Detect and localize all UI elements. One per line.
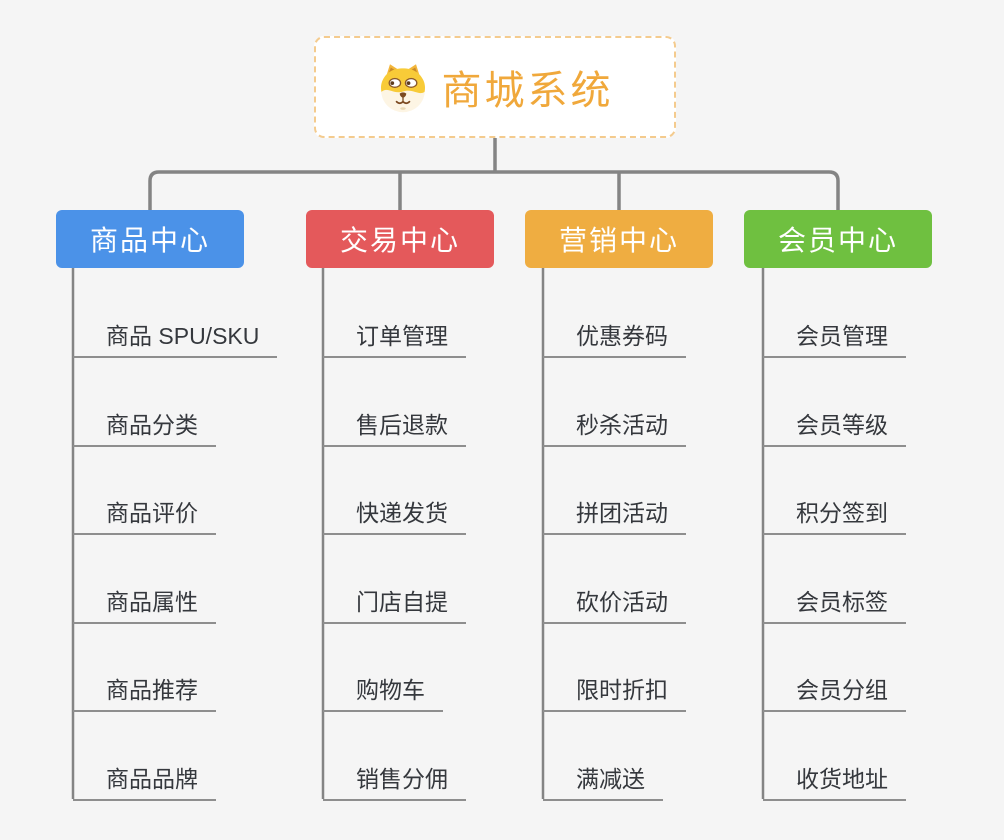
topic-item[interactable]: 订单管理 — [323, 317, 466, 358]
topic-item[interactable]: 会员管理 — [763, 317, 906, 358]
topic-item[interactable]: 商品品牌 — [73, 760, 216, 801]
topic-item[interactable]: 快递发货 — [323, 494, 466, 535]
topic-item[interactable]: 商品分类 — [73, 406, 216, 447]
topic-item[interactable]: 商品属性 — [73, 583, 216, 624]
topic-item[interactable]: 砍价活动 — [543, 583, 686, 624]
topic-item[interactable]: 购物车 — [323, 671, 443, 712]
topic-item[interactable]: 会员分组 — [763, 671, 906, 712]
branch-node-trade-center[interactable]: 交易中心 — [306, 210, 494, 268]
topic-item[interactable]: 销售分佣 — [323, 760, 466, 801]
topic-item[interactable]: 会员等级 — [763, 406, 906, 447]
shiba-dog-icon — [380, 64, 425, 113]
topic-item[interactable]: 拼团活动 — [543, 494, 686, 535]
topic-item[interactable]: 收货地址 — [763, 760, 906, 801]
topic-item[interactable]: 商品 SPU/SKU — [73, 317, 278, 358]
topic-item[interactable]: 秒杀活动 — [543, 406, 686, 447]
topic-item[interactable]: 售后退款 — [323, 406, 466, 447]
topic-item[interactable]: 优惠券码 — [543, 317, 686, 358]
root-topic[interactable]: 商城系统 — [314, 36, 676, 138]
branch-node-member-center[interactable]: 会员中心 — [744, 210, 932, 268]
root-topic-label: 商城系统 — [441, 69, 614, 113]
topic-item[interactable]: 门店自提 — [323, 583, 466, 624]
topic-item[interactable]: 商品推荐 — [73, 671, 216, 712]
topic-item[interactable]: 积分签到 — [763, 494, 906, 535]
topic-item[interactable]: 满减送 — [543, 760, 663, 801]
topic-item[interactable]: 限时折扣 — [543, 671, 686, 712]
branch-node-product-center[interactable]: 商品中心 — [56, 210, 244, 268]
topic-item[interactable]: 会员标签 — [763, 583, 906, 624]
topic-item[interactable]: 商品评价 — [73, 494, 216, 535]
branch-node-marketing-center[interactable]: 营销中心 — [525, 210, 713, 268]
